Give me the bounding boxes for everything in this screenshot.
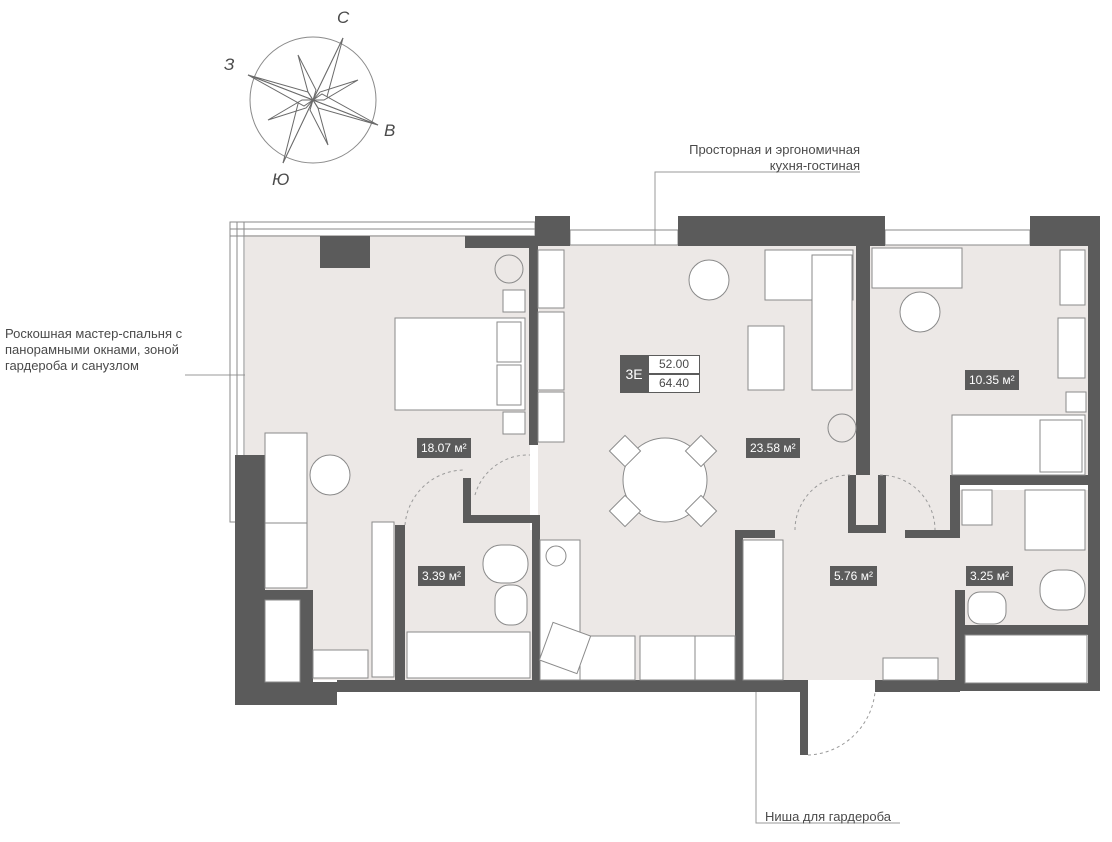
compass-south-label: Ю — [272, 170, 290, 189]
callout-bedroom: Роскошная мастер-спальня с панорамными о… — [5, 326, 183, 373]
room-area-hallway: 5.76 м² — [830, 566, 877, 586]
room-area-bedroom-2: 10.35 м² — [965, 370, 1019, 390]
furniture — [264, 247, 1088, 684]
compass-rose-icon — [247, 36, 379, 164]
walls — [235, 216, 1100, 755]
apartment-code: 3Е — [620, 355, 648, 393]
compass-north-label: С — [337, 8, 350, 27]
compass-east-label: В — [384, 121, 396, 140]
callout-niche: Ниша для гардероба — [765, 809, 892, 824]
apartment-badge: 3Е 52.00 64.40 — [620, 355, 700, 393]
compass-west-label: З — [224, 55, 235, 74]
apartment-total-area: 64.40 — [648, 374, 700, 393]
room-area-bathroom-2: 3.25 м² — [966, 566, 1013, 586]
room-area-bathroom-1: 3.39 м² — [418, 566, 465, 586]
door-swings — [404, 454, 936, 756]
plant-icons — [494, 254, 857, 567]
room-area-master-bedroom: 18.07 м² — [417, 438, 471, 458]
callout-kitchen: Просторная и эргономичная кухня-гостиная — [689, 142, 860, 173]
apartment-living-area: 52.00 — [648, 355, 700, 374]
room-area-kitchen-living: 23.58 м² — [746, 438, 800, 458]
